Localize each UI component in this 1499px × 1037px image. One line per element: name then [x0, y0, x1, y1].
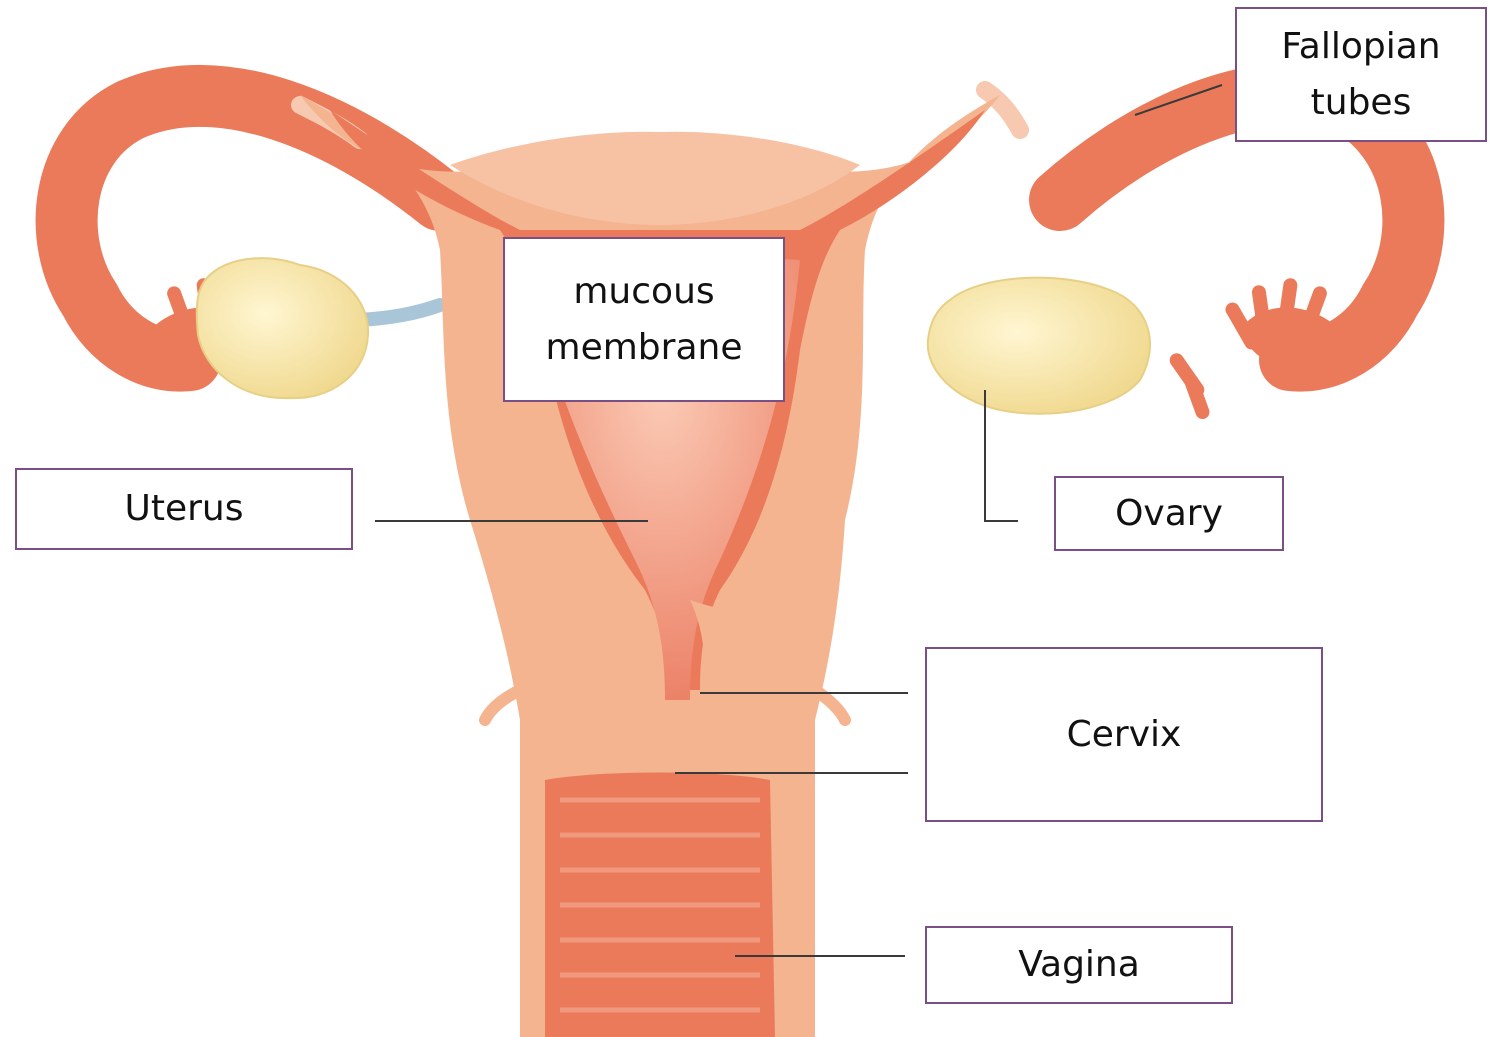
label-uterus: Uterus: [15, 468, 353, 550]
right-ovary: [928, 278, 1150, 414]
label-mucous-membrane: mucous membrane: [503, 237, 785, 402]
left-ovarian-ligament: [360, 305, 440, 320]
right-fimbriae: [1167, 277, 1340, 421]
left-side-tab: [485, 690, 520, 720]
label-fallopian-tubes: Fallopian tubes: [1235, 7, 1487, 142]
right-tube-highlight: [985, 90, 1020, 130]
label-ovary: Ovary: [1054, 476, 1284, 551]
label-vagina: Vagina: [925, 926, 1233, 1004]
label-cervix: Cervix: [925, 647, 1323, 822]
left-ovary: [197, 258, 368, 398]
right-side-tab: [815, 690, 845, 720]
